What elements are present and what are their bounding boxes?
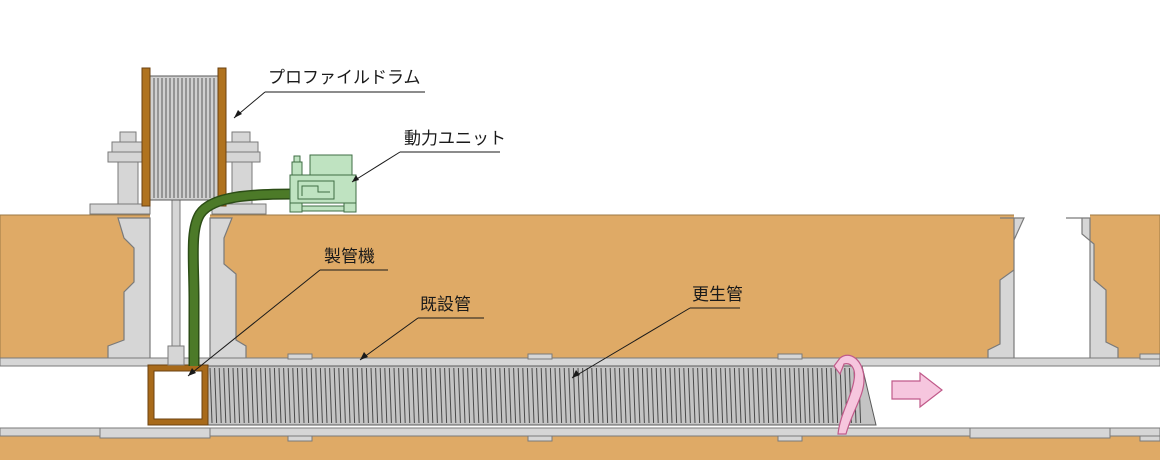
right-arrow-icon <box>891 371 943 409</box>
label-pipe-machine: 製管機 <box>324 247 375 267</box>
label-profile-drum: プロファイルドラム <box>268 68 421 88</box>
label-existing-pipe: 既設管 <box>420 295 471 315</box>
manhole-right <box>987 214 1119 363</box>
rotation-arrow-icon <box>833 354 865 435</box>
profile-drum <box>141 67 227 207</box>
ground <box>0 214 1160 460</box>
label-power-unit: 動力ユニット <box>404 129 506 149</box>
renewed-pipe <box>205 365 877 426</box>
pipe-making-machine <box>147 345 209 426</box>
label-renewed-pipe: 更生管 <box>692 285 743 305</box>
power-unit <box>289 154 357 213</box>
drum-stand <box>89 131 267 347</box>
hydraulic-hose <box>187 188 297 366</box>
leader-lines <box>187 91 740 379</box>
leader-arrowheads <box>188 110 580 378</box>
